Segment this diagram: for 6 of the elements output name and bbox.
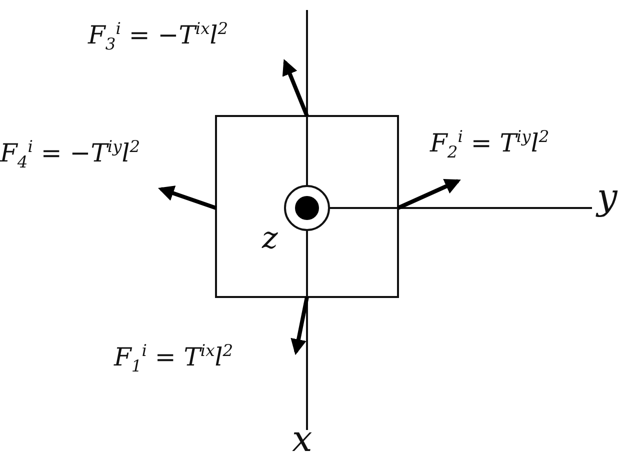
axis-label: y [597, 178, 618, 218]
axis-label: x [292, 420, 312, 460]
force-formula: F$_{2}$$^{i}$ = T$^{iy}$l$^{2}$ [430, 128, 550, 162]
force-formula: F$_{1}$$^{i}$ = T$^{ix}$l$^{2}$ [114, 342, 234, 376]
axis-label: z [262, 222, 278, 255]
force-formula: F$_{3}$$^{i}$ = −T$^{ix}$l$^{2}$ [88, 20, 228, 54]
